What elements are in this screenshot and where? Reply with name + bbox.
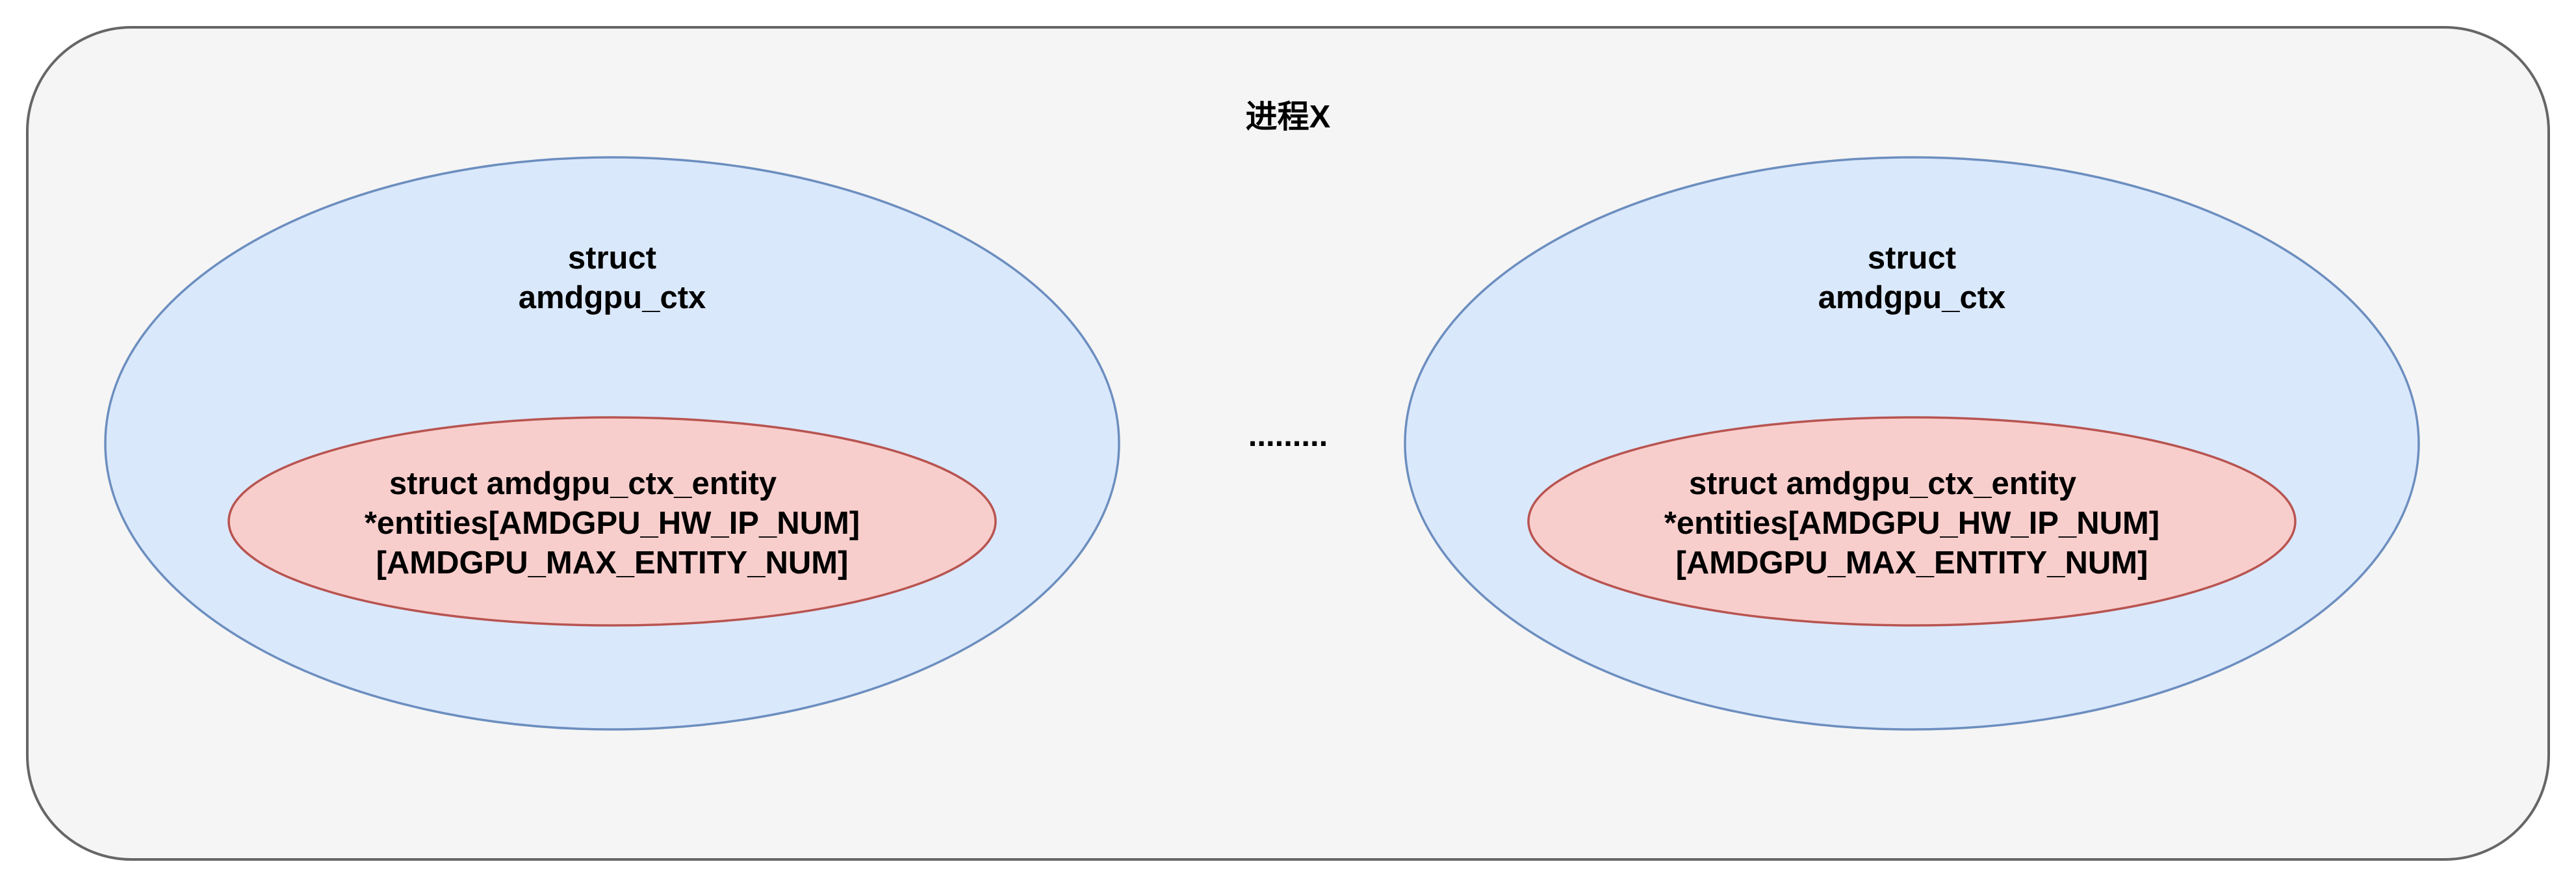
amdgpu-ctx-entity-label-line: *entities[AMDGPU_HW_IP_NUM] [1664,505,2160,541]
amdgpu-ctx-label-line: struct [1867,241,1957,276]
amdgpu-ctx-entity-ellipse-left [227,416,997,627]
amdgpu-ctx-entity-label-right: struct amdgpu_ctx_entity *entities[AMDGP… [1587,462,2237,585]
process-title: 进程X [1245,99,1331,135]
amdgpu-ctx-label-line: struct [567,241,657,276]
amdgpu-ctx-entity-ellipse-right [1527,416,2297,627]
amdgpu-ctx-label-line: amdgpu_ctx [518,280,706,315]
separator-ellipsis: ......... [1248,417,1328,453]
amdgpu-ctx-entity-label-line: struct amdgpu_ctx_entity [1688,465,2077,501]
amdgpu-ctx-entity-label-line: [AMDGPU_MAX_ENTITY_NUM] [1675,545,2148,581]
amdgpu-ctx-entity-label-line: struct amdgpu_ctx_entity [389,465,777,501]
amdgpu-ctx-label-left: struct amdgpu_ctx [417,233,807,324]
amdgpu-ctx-label-line: amdgpu_ctx [1818,280,2006,315]
amdgpu-ctx-entity-label-left: struct amdgpu_ctx_entity *entities[AMDGP… [287,462,937,585]
amdgpu-ctx-entity-label-line: *entities[AMDGPU_HW_IP_NUM] [364,505,860,541]
amdgpu-ctx-label-right: struct amdgpu_ctx [1717,233,2107,324]
amdgpu-ctx-entity-label-line: [AMDGPU_MAX_ENTITY_NUM] [376,545,849,581]
